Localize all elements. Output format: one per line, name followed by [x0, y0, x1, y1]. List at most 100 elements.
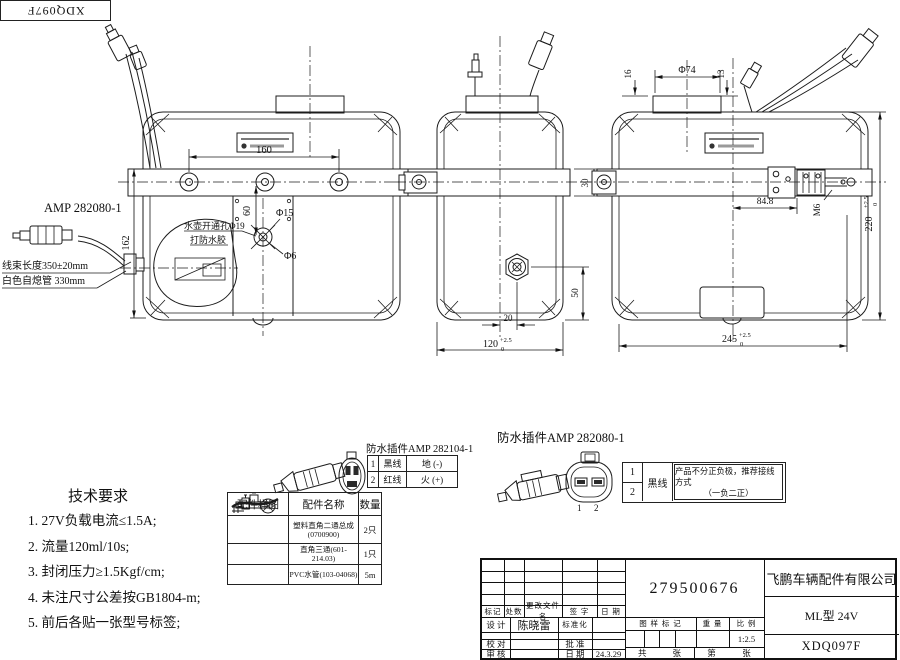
dim-side-width-tol-zero: 0 — [501, 346, 504, 353]
parts-header-name: 配件名称 — [289, 493, 359, 516]
filler-cap-side — [465, 95, 539, 114]
sheets-cell: 共 张 — [637, 647, 681, 658]
dim-rear-pump-x: 84.8 — [757, 197, 774, 207]
amp-connector-plug — [12, 225, 73, 245]
connector-080-wiring-table: 1 2 黑线 产品不分正负极，推荐接线方式 （一负二正） — [622, 462, 786, 503]
design-label: 设 计 — [486, 619, 506, 630]
dim-rear-width-tol-zero: 0 — [740, 341, 743, 348]
part-qty: 2只 — [359, 516, 381, 544]
audit-label: 审 核 — [486, 648, 506, 659]
dim-rear-height: 220 — [864, 217, 875, 232]
connector-104-face-view — [338, 451, 366, 495]
dim-front-hole-id: Φ6 — [284, 251, 296, 262]
dim-side-plug-h: 50 — [571, 288, 581, 298]
sheet-corner-code: XDQ097F — [26, 4, 85, 18]
product-label-front — [236, 132, 294, 153]
dim-rear-width: 245 — [722, 334, 737, 345]
page-cell: 第 张 — [707, 647, 751, 658]
drawing-code: XDQ097F — [801, 638, 862, 653]
connector-104-drawing — [273, 451, 366, 495]
harness-wires-left — [125, 51, 162, 169]
dim-front-height: 162 — [121, 236, 132, 251]
dim-rear-width-tol-plus: +2.5 — [739, 332, 751, 339]
dim-rear-height-tol-zero: 0 — [872, 203, 879, 206]
sheet-corner-code-box: XDQ097F — [0, 0, 111, 21]
dim-side-width-tol-plus: +2.5 — [500, 337, 512, 344]
corner-chamfers-front — [145, 113, 398, 319]
rev-col-count: 处数 — [505, 606, 523, 616]
pin-number: 1 — [368, 456, 379, 472]
dim-rear-cap-r: 13 — [716, 69, 726, 79]
dim-front-hole-od: Φ15 — [276, 208, 293, 219]
connector-104-title: 防水插件AMP 282104-1 — [366, 444, 474, 455]
technical-requirements: 技术要求 1. 27V负载电流≤1.5A; 2. 流量120ml/10s; 3.… — [28, 486, 246, 636]
wire-function: 火 (+) — [420, 475, 444, 485]
part-name: 直角三通(601-214.03) — [289, 544, 359, 565]
connector-080-drawing — [496, 451, 613, 503]
title-block: 标记 处数 更改文件名 签 字 日 期 设 计 陈晓雷 标准化 校 对 批 准 … — [480, 558, 899, 660]
product-label-rear — [704, 132, 764, 154]
pump-connector-top — [528, 31, 555, 97]
wire-color: 黑线 — [379, 456, 407, 472]
hex-plug — [505, 253, 529, 281]
part-qty: 1只 — [359, 544, 381, 565]
dim-front-width: 160 — [256, 145, 272, 156]
harness-connectors-right — [740, 27, 879, 89]
tech-item: 1. 27V负载电流≤1.5A; — [28, 513, 157, 528]
front-view: 160 60 162 Φ15 Φ6 AMP 282080-1 线束长度350±2… — [2, 23, 424, 336]
designer-name: 陈晓雷 — [517, 619, 551, 632]
part-name: 塑料直角二通总成 (0700900) — [289, 516, 359, 544]
mounting-bracket-front — [127, 168, 415, 197]
spray-nozzle — [467, 53, 483, 96]
date-value: 24.3.29 — [595, 648, 622, 659]
kettle-hole-note: 水壶开通孔Φ19 — [184, 220, 245, 231]
wire-color: 红线 — [379, 472, 407, 487]
elbow-fitting-image — [232, 494, 276, 514]
harness-length-note: 线束长度350±20mm — [2, 259, 88, 272]
dim-rear-cap-d: Φ74 — [678, 65, 695, 76]
pump-plate — [232, 196, 294, 326]
tank-body-front — [142, 111, 401, 321]
pump-assembly — [153, 218, 238, 308]
wire-color: 黑线 — [643, 463, 673, 501]
dim-rear-thread: M6 — [812, 203, 822, 216]
corner-chamfers-rear — [614, 113, 866, 319]
date-label: 日 期 — [565, 648, 585, 659]
rev-col-sign: 签 字 — [569, 606, 590, 616]
tech-item: 4. 未注尺寸公差按GB1804-m; — [28, 589, 201, 605]
bracket-tab-rear — [591, 170, 617, 195]
dim-front-offset: 60 — [242, 206, 253, 216]
rev-col-file: 更改文件名 — [526, 601, 560, 621]
connector-104-wiring-table: 1 黑线 地 (-) 2 红线 火 (+) — [367, 455, 458, 488]
model-name: ML型 24V — [804, 608, 859, 623]
amp-connector-label: AMP 282080-1 — [44, 201, 122, 215]
tech-title: 技术要求 — [68, 489, 129, 505]
stamp-label: 图 样 标 记 — [639, 619, 682, 628]
corner-chamfers-side — [439, 113, 561, 319]
tech-item: 3. 封闭压力≥1.5Kgf/cm; — [28, 564, 165, 579]
pin-number: 2 — [623, 483, 643, 501]
check-label: 校 对 — [486, 639, 506, 649]
approve-label: 批 准 — [565, 639, 585, 649]
rear-view: 16 Φ74 13 84.8 M6 220 +2.5 0 245 +2.5 0 — [580, 27, 886, 352]
bottom-boss — [699, 286, 765, 325]
part-name: PVC水管(103-04068) — [289, 565, 359, 584]
connector-080-title: 防水插件AMP 282080-1 — [497, 431, 625, 445]
rev-col-mark: 标记 — [484, 606, 502, 616]
connector-080-face-view — [565, 451, 613, 503]
part-number: 279500676 — [649, 579, 740, 597]
wiring-note: 产品不分正负极，推荐接线方式 （一负二正） — [673, 463, 784, 501]
glue-note: 打防水胶 — [190, 234, 226, 245]
scale-value: 1:2.5 — [737, 633, 756, 644]
part-qty: 5m — [364, 569, 376, 580]
wire-function: 地 (-) — [407, 456, 457, 472]
dim-rear-cap-l: 16 — [623, 69, 633, 79]
part-image-elbow — [228, 494, 289, 544]
pump-mount-detail — [767, 166, 856, 199]
pin-label-1: 1 — [577, 503, 582, 513]
dim-bracket-h: 30 — [580, 178, 590, 188]
weight-label: 重 量 — [702, 619, 723, 628]
part-image-hose — [228, 498, 289, 584]
